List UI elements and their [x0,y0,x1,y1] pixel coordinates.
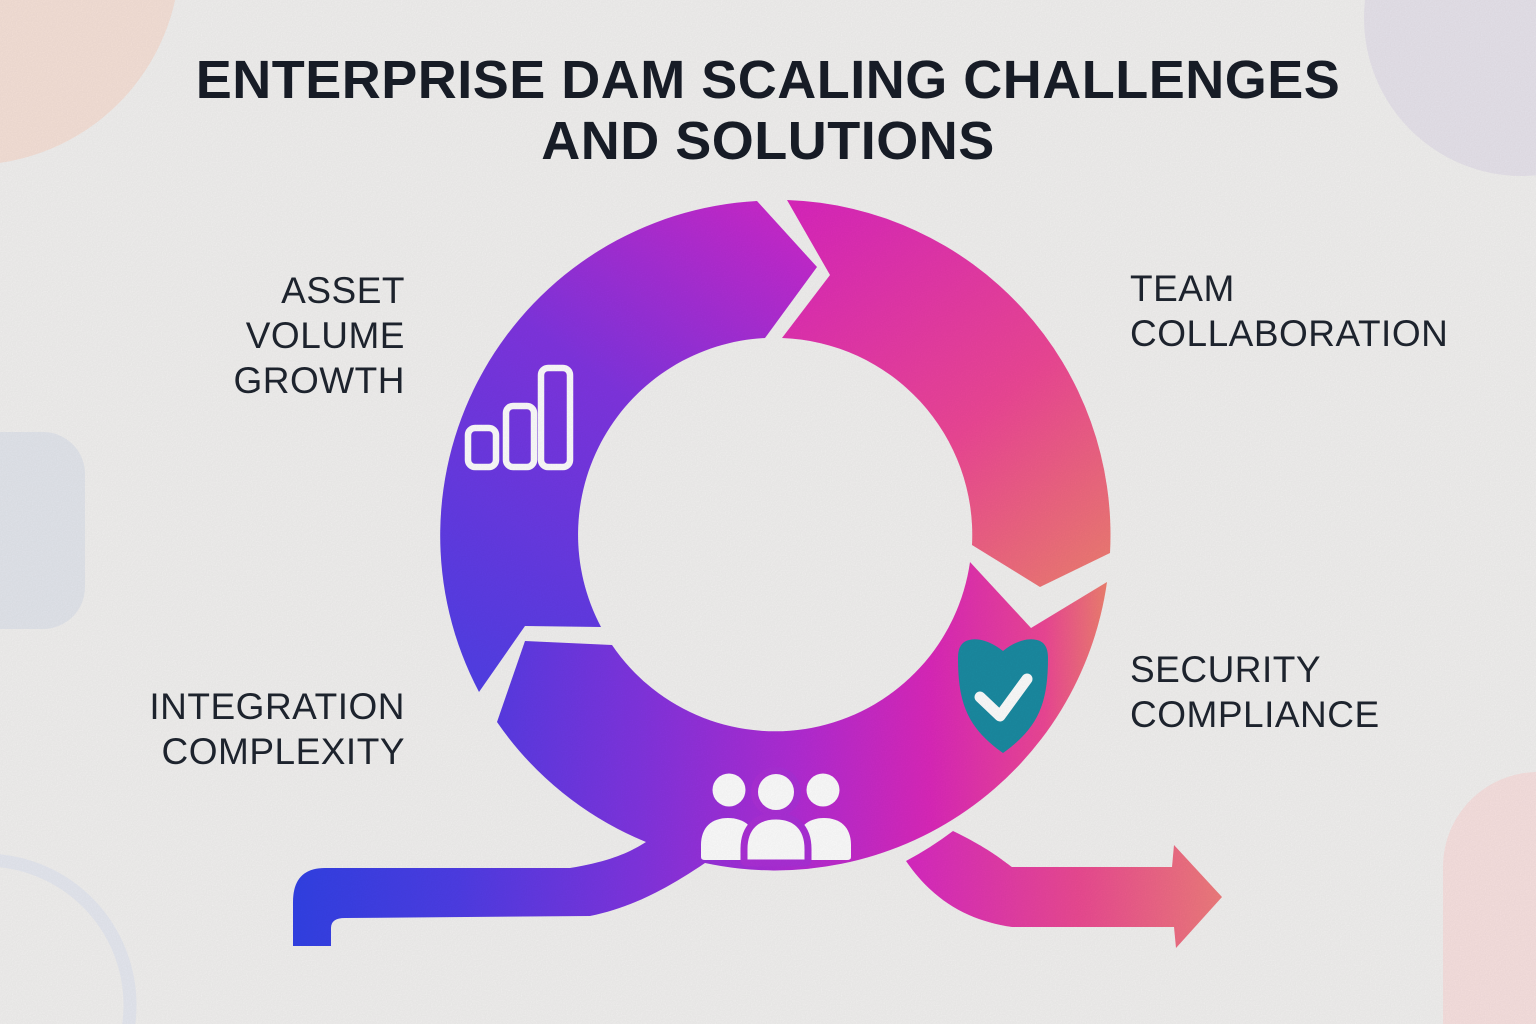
page-title: ENTERPRISE DAM SCALING CHALLENGES AND SO… [0,50,1536,172]
label-asset-line1: ASSET [281,270,405,311]
label-team-line2: COLLABORATION [1130,313,1449,354]
page-title-line2: AND SOLUTIONS [541,111,995,171]
page-title-line1: ENTERPRISE DAM SCALING CHALLENGES [195,50,1341,110]
label-integration-complexity: INTEGRATION COMPLEXITY [149,684,405,774]
label-integration-line1: INTEGRATION [149,686,405,727]
label-asset-line2: VOLUME [245,315,405,356]
label-security-compliance: SECURITY COMPLIANCE [1130,647,1380,737]
label-team-collaboration: TEAM COLLABORATION [1130,266,1448,356]
label-security-line2: COMPLIANCE [1130,694,1380,735]
label-security-line1: SECURITY [1130,649,1322,690]
label-asset-volume-growth: ASSET VOLUME GROWTH [233,268,405,403]
label-team-line1: TEAM [1130,268,1235,309]
label-integration-line2: COMPLEXITY [161,731,405,772]
label-asset-line3: GROWTH [233,360,405,401]
